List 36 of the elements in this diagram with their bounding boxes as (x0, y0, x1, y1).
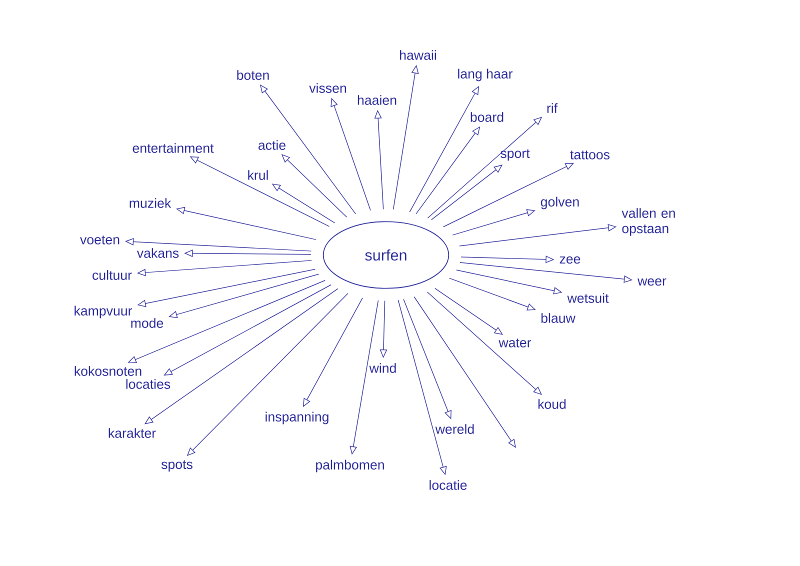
word-label: actie (258, 140, 286, 150)
word-label: cultuur (92, 270, 132, 280)
word-label: inspanning (266, 412, 328, 424)
word-label: vissen (309, 83, 346, 93)
word-label: boten (237, 70, 269, 80)
word-label: hawaii (400, 50, 436, 60)
word-label: water (498, 338, 532, 348)
word-label: wind (369, 363, 396, 373)
word-label: voeten (80, 236, 120, 244)
word-label: wetsuit (567, 293, 609, 303)
word-label: vallen en opstaan (622, 208, 675, 236)
word-label: haaien (358, 95, 396, 105)
word-label: board (470, 112, 504, 122)
word-label: wereld (435, 424, 474, 434)
word-label: mode (131, 318, 164, 328)
word-label: kokosnoten (74, 366, 142, 376)
word-label: zee (560, 256, 580, 264)
arrow (414, 296, 516, 448)
word-label: rif (547, 103, 558, 113)
word-label: kampvuur (74, 306, 132, 318)
word-label: locaties (126, 379, 170, 389)
word-label: blauw (541, 313, 576, 323)
word-label: koud (538, 399, 566, 409)
word-label: spots (161, 460, 192, 472)
word-label: tattoos (570, 150, 610, 160)
word-label: muziek (130, 198, 172, 208)
word-label: vakans (136, 248, 179, 258)
word-label: locatie (430, 480, 467, 490)
word-label: lang haar (458, 68, 513, 82)
word-label: golven (540, 196, 579, 210)
word-label: weer (638, 278, 666, 286)
word-label: krul (248, 170, 268, 180)
word-label: karakter (108, 428, 156, 438)
word-label: entertainment (132, 143, 214, 153)
word-label: palmbomen (316, 460, 384, 472)
word-label: sport (500, 149, 530, 161)
